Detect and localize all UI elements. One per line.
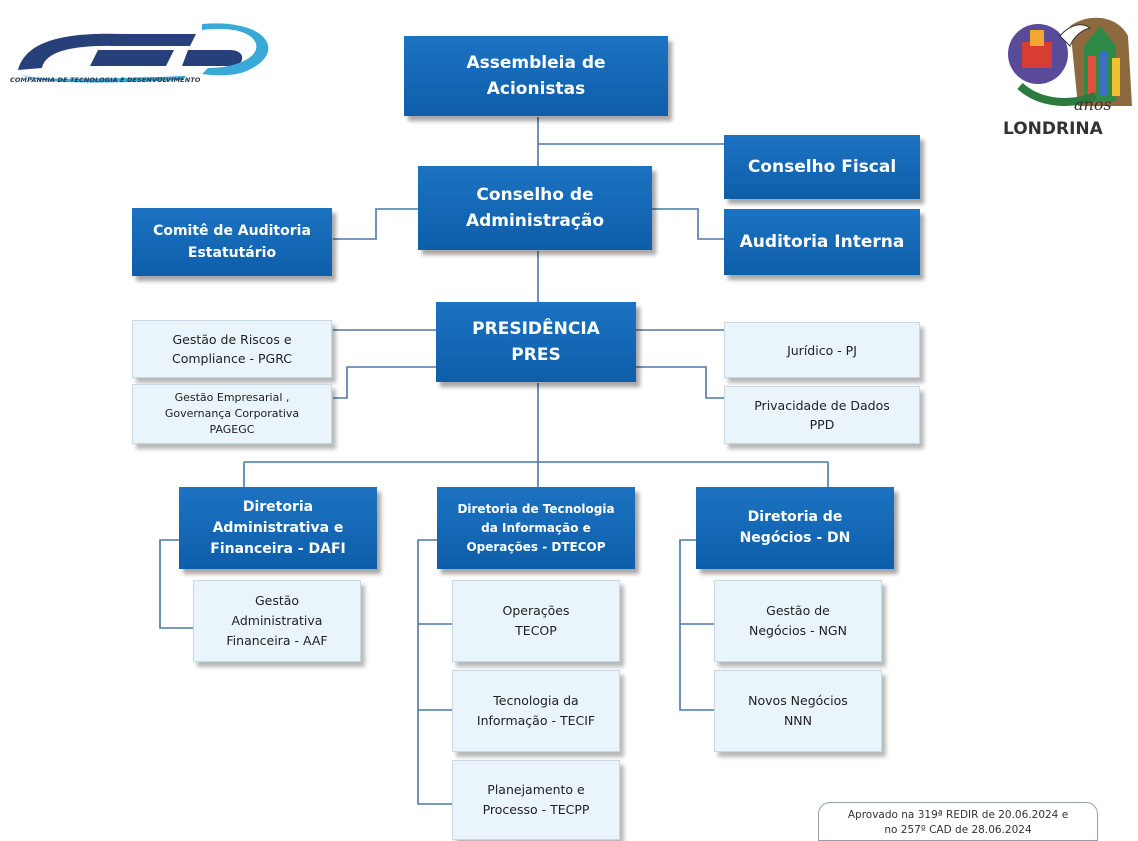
pagegc-box: Gestão Empresarial , Governança Corporat… [132,384,332,444]
dn-box: Diretoria de Negócios - DN [696,487,894,569]
anos-caption: anos [1074,95,1112,114]
ppd-box: Privacidade de Dados PPD [724,386,920,444]
ngn-box: Gestão de Negócios - NGN [714,580,882,662]
londrina-anniversary-emblem: anos [1008,17,1132,114]
dafi-box: Diretoria Administrativa e Financeira - … [179,487,377,569]
dtecop-box: Diretoria de Tecnologia da Informação e … [437,487,635,569]
tecif-box: Tecnologia da Informação - TECIF [452,670,620,752]
approval-note: Aprovado na 319ª REDIR de 20.06.2024 e n… [818,802,1098,841]
juridico-box: Jurídico - PJ [724,322,920,378]
conselho-administracao-box: Conselho de Administração [418,166,652,250]
ctd-logo-graphic [18,23,269,83]
conselho-fiscal-box: Conselho Fiscal [724,135,920,199]
pgrc-box: Gestão de Riscos e Compliance - PGRC [132,320,332,378]
company-subtitle: COMPANHIA DE TECNOLOGIA E DESENVOLVIMENT… [10,76,201,84]
city-name: LONDRINA [1003,119,1103,139]
presidencia-box: PRESIDÊNCIA PRES [436,302,636,382]
comite-auditoria-box: Comitê de Auditoria Estatutário [132,208,332,276]
assembleia-box: Assembleia de Acionistas [404,36,668,116]
aaf-box: Gestão Administrativa Financeira - AAF [193,580,361,662]
tecop-box: Operações TECOP [452,580,620,662]
auditoria-interna-box: Auditoria Interna [724,209,920,275]
nnn-box: Novos Negócios NNN [714,670,882,752]
tecpp-box: Planejamento e Processo - TECPP [452,760,620,840]
